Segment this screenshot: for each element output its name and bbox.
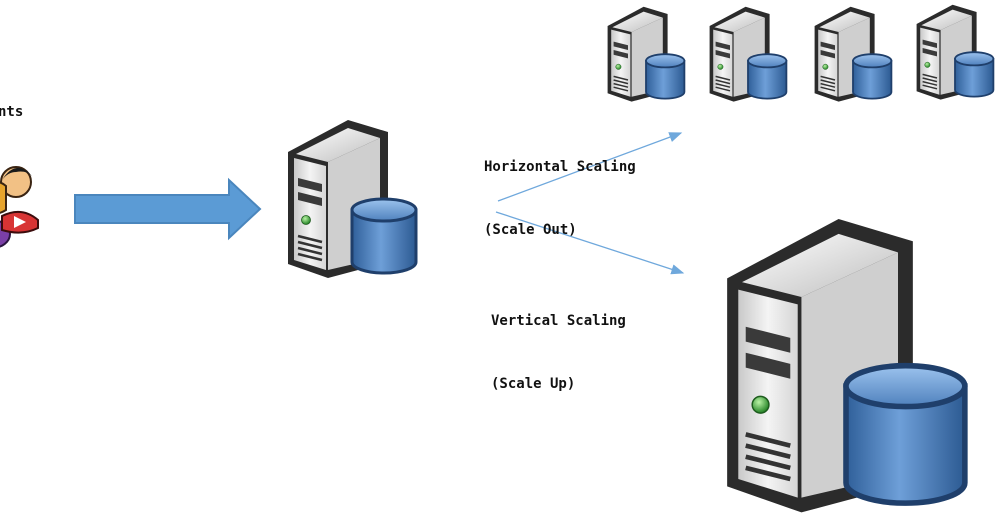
scale-out-server-4 [913, 0, 997, 102]
vertical-scaling-subtitle: (Scale Up) [491, 376, 576, 392]
clients-label: nts [0, 104, 24, 120]
users-icon [0, 158, 44, 250]
horizontal-scaling-subtitle: (Scale Out) [484, 222, 577, 238]
scale-out-server-2 [706, 2, 790, 104]
vertical-scaling-label: Vertical Scaling (Scale Up) [491, 269, 626, 416]
scale-out-line [497, 132, 683, 202]
right-arrow-icon [73, 177, 263, 241]
horizontal-scaling-title: Horizontal Scaling [484, 159, 636, 175]
scale-up-line [495, 211, 685, 275]
scale-out-server-3 [811, 2, 895, 104]
vertical-scaling-title: Vertical Scaling [491, 313, 626, 329]
scale-up-server [716, 204, 976, 526]
horizontal-scaling-label: Horizontal Scaling (Scale Out) [484, 115, 636, 262]
scale-out-server-1 [604, 2, 688, 104]
